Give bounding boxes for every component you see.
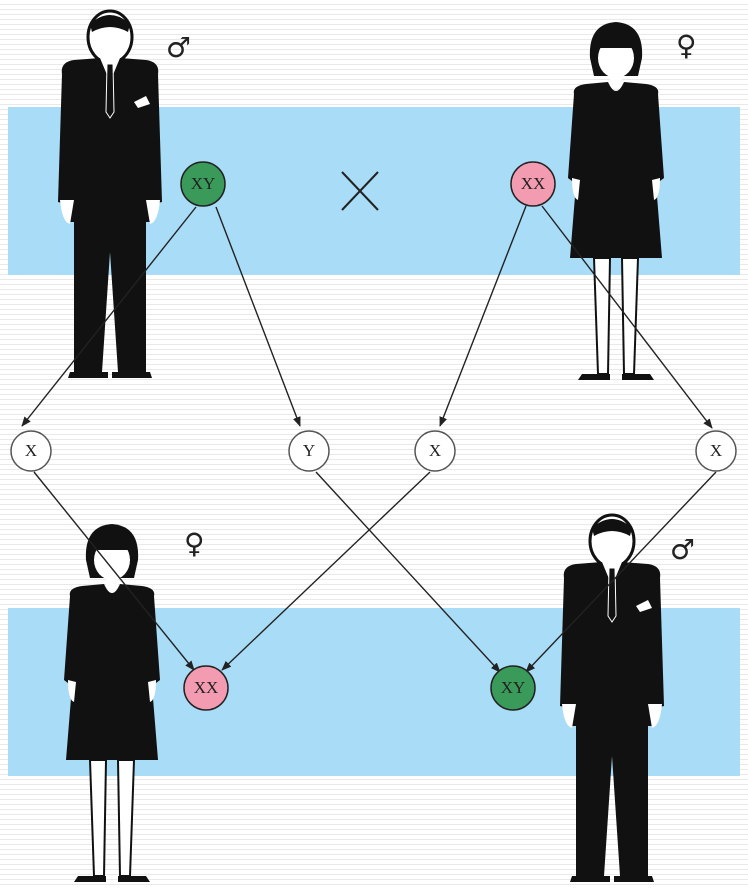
gamete-circle-2 — [288, 430, 330, 472]
gamete-circle-1 — [10, 430, 52, 472]
arrow-mother-to-gamete-x1 — [439, 205, 527, 427]
daughter-female-symbol: ♀ — [184, 527, 205, 560]
son-genotype-circle — [490, 665, 536, 711]
arrow-gamete-x-to-daughter-2 — [221, 471, 431, 671]
arrow-father-to-gamete-x — [21, 206, 197, 427]
gamete-circle-4 — [695, 430, 737, 472]
arrow-gamete-y-to-son — [315, 471, 501, 673]
daughter-figure — [63, 523, 161, 883]
mother-genotype-circle — [510, 161, 556, 207]
arrow-mother-to-gamete-x2 — [541, 205, 713, 429]
arrow-gamete-x-to-daughter — [33, 471, 195, 671]
son-male-symbol: ♂ — [670, 533, 696, 566]
arrow-father-to-gamete-y — [215, 206, 301, 427]
arrow-gamete-x-to-son — [525, 471, 717, 673]
father-genotype-circle — [180, 161, 226, 207]
arrows — [21, 205, 717, 673]
father-figure — [56, 9, 164, 380]
cross-symbol — [341, 171, 379, 211]
gamete-circle-3 — [414, 430, 456, 472]
mother-figure — [567, 21, 665, 381]
father-male-symbol: ♂ — [166, 31, 192, 64]
son-figure — [558, 513, 666, 884]
mother-female-symbol: ♀ — [676, 29, 697, 62]
daughter-genotype-circle — [183, 665, 229, 711]
